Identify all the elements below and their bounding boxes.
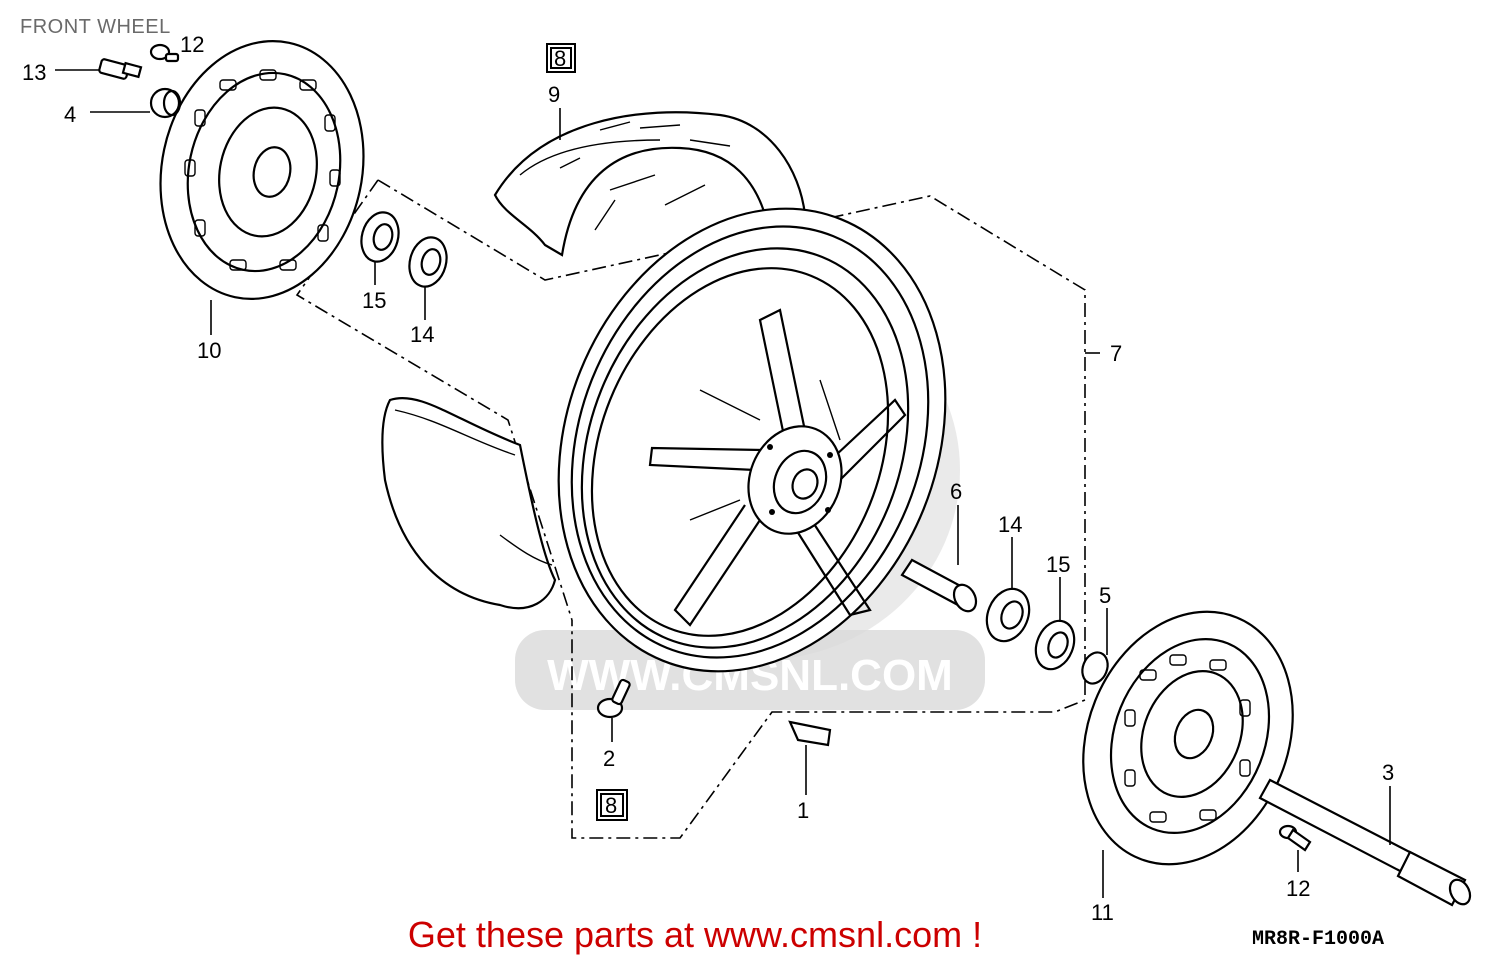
ref-box-8-top: 8 bbox=[546, 43, 576, 73]
page-title: FRONT WHEEL bbox=[20, 16, 171, 38]
collar-part-5 bbox=[1081, 651, 1109, 685]
screw-part-12-top bbox=[149, 43, 180, 63]
balance-weight-part-1 bbox=[788, 720, 832, 747]
bolt-part-13 bbox=[98, 58, 143, 80]
part-label-6: 6 bbox=[950, 479, 962, 504]
part-label-5: 5 bbox=[1099, 583, 1111, 608]
bearing-part-15-lower bbox=[1034, 619, 1076, 671]
spacer-part-6 bbox=[900, 558, 978, 613]
axle-part-3 bbox=[1258, 778, 1472, 907]
part-label-7: 7 bbox=[1110, 341, 1122, 366]
part-label-11: 11 bbox=[1091, 900, 1114, 925]
brake-disc-right bbox=[1082, 610, 1294, 866]
collar-part-4 bbox=[149, 87, 182, 119]
part-label-13: 13 bbox=[22, 60, 46, 85]
part-label-4: 4 bbox=[64, 102, 76, 127]
part-label-3: 3 bbox=[1382, 760, 1394, 785]
part-label-14-lower: 14 bbox=[998, 512, 1022, 537]
promo-callout: Get these parts at www.cmsnl.com ! bbox=[407, 914, 983, 955]
bearing-part-14-upper bbox=[408, 236, 448, 288]
wheel-hub bbox=[747, 425, 843, 535]
part-label-2: 2 bbox=[603, 746, 615, 771]
part-label-12-bottom: 12 bbox=[1286, 876, 1310, 901]
diagram-code: MR8R-F1000A bbox=[1252, 928, 1385, 951]
part-label-9: 9 bbox=[548, 82, 560, 107]
bearing-part-14-lower bbox=[985, 587, 1031, 643]
screw-part-12-bottom bbox=[1278, 824, 1312, 852]
wheel-spokes bbox=[648, 308, 907, 627]
bearing-part-15-upper bbox=[360, 211, 400, 263]
brake-disc-left bbox=[159, 40, 365, 300]
part-label-14-upper: 14 bbox=[410, 322, 434, 347]
ref-label-8-top: 8 bbox=[554, 46, 566, 71]
valve-part-2 bbox=[596, 678, 631, 719]
upper-fender-part bbox=[493, 111, 807, 257]
ref-label-8-bottom: 8 bbox=[605, 793, 617, 818]
part-label-1: 1 bbox=[797, 798, 809, 823]
part-labels: 13 12 4 9 15 14 10 7 6 14 15 5 3 12 11 2… bbox=[22, 32, 1394, 925]
ref-box-8-bottom: 8 bbox=[596, 789, 628, 821]
leader-lines bbox=[55, 69, 1391, 898]
part-label-10: 10 bbox=[197, 338, 221, 363]
wheel-rim bbox=[557, 207, 947, 673]
part-label-15-lower: 15 bbox=[1046, 552, 1070, 577]
part-label-15-upper: 15 bbox=[362, 288, 386, 313]
lower-fender-part bbox=[381, 396, 557, 610]
part-label-12-top: 12 bbox=[180, 32, 204, 57]
